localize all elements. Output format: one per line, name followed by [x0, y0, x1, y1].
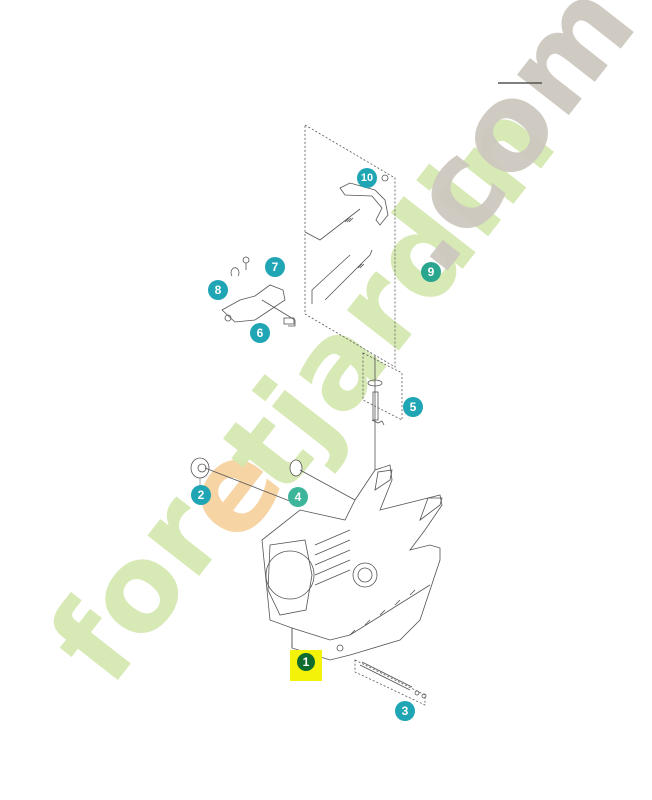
- callout-3[interactable]: 3: [395, 701, 415, 721]
- group-box-5: [362, 352, 403, 421]
- group-box-9: [304, 124, 396, 368]
- group-box-3: [354, 659, 426, 706]
- engine-block: [261, 464, 443, 661]
- callout-7[interactable]: 7: [265, 257, 285, 277]
- callout-6[interactable]: 6: [250, 323, 270, 343]
- callout-9[interactable]: 9: [421, 262, 441, 282]
- callout-5[interactable]: 5: [403, 397, 423, 417]
- callout-10[interactable]: 10: [357, 168, 377, 188]
- callout-8[interactable]: 8: [208, 280, 228, 300]
- callout-4[interactable]: 4: [288, 487, 308, 507]
- callout-2[interactable]: 2: [191, 485, 211, 505]
- callout-1[interactable]: 1: [297, 653, 315, 671]
